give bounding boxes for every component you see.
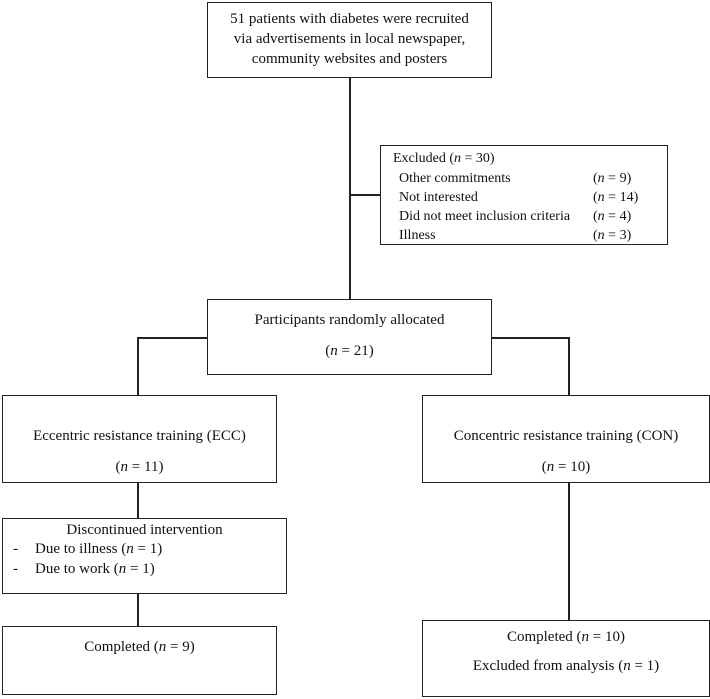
connector-ecc-to-discontinued <box>137 483 139 518</box>
excluded-count-3: (n = 3) <box>593 228 632 243</box>
con-completed-text: Completed (n = 10) <box>506 629 626 645</box>
excluded-label-0: Other commitments <box>399 171 511 186</box>
allocated-title: Participants randomly allocated <box>254 312 445 328</box>
discontinued-item-1: Due to illness (n = 1) <box>35 541 163 557</box>
excluded-count-0: (n = 9) <box>593 171 632 186</box>
allocated-box: Participants randomly allocated (n = 21) <box>207 299 492 375</box>
excluded-label-3: Illness <box>399 228 436 243</box>
con-count: (n = 10) <box>541 459 591 475</box>
con-excluded-analysis-text: Excluded from analysis (n = 1) <box>472 658 660 674</box>
ecc-completed-box: Completed (n = 9) <box>2 626 277 695</box>
connector-right-branch <box>492 337 569 339</box>
connector-con-to-completed <box>568 483 570 620</box>
discontinued-dash-2: - <box>13 561 18 577</box>
allocated-count: (n = 21) <box>325 343 374 359</box>
connector-left-branch <box>137 337 208 339</box>
ecc-completed-text: Completed (n = 9) <box>84 639 195 655</box>
con-title: Concentric resistance training (CON) <box>453 428 679 444</box>
discontinued-box: Discontinued intervention - Due to illne… <box>2 518 287 594</box>
recruited-line-3: community websites and posters <box>251 51 448 67</box>
con-completed-box: Completed (n = 10) Excluded from analysi… <box>422 620 710 697</box>
recruited-line-1: 51 patients with diabetes were recruited <box>230 11 469 27</box>
con-box: Concentric resistance training (CON) (n … <box>422 395 710 483</box>
connector-to-con <box>568 337 570 395</box>
connector-discontinued-to-completed <box>137 594 139 626</box>
excluded-label-1: Not interested <box>399 190 478 205</box>
recruited-box: 51 patients with diabetes were recruited… <box>207 2 492 78</box>
recruited-line-2: via advertisements in local newspaper, <box>233 31 466 47</box>
discontinued-dash-1: - <box>13 541 18 557</box>
excluded-box: Excluded (n = 30) Other commitments Not … <box>380 145 668 245</box>
excluded-count-2: (n = 4) <box>593 209 632 224</box>
discontinued-item-2: Due to work (n = 1) <box>35 561 155 577</box>
excluded-title: Excluded (n = 30) <box>393 151 495 166</box>
excluded-label-2: Did not meet inclusion criteria <box>399 209 571 224</box>
ecc-box: Eccentric resistance training (ECC) (n =… <box>2 395 277 483</box>
excluded-count-1: (n = 14) <box>593 190 639 205</box>
connector-to-ecc <box>137 337 139 395</box>
connector-recruited-to-allocated <box>349 78 351 299</box>
discontinued-title: Discontinued intervention <box>66 522 223 538</box>
ecc-title: Eccentric resistance training (ECC) <box>33 428 246 444</box>
connector-to-excluded <box>349 194 380 196</box>
ecc-count: (n = 11) <box>115 459 164 475</box>
